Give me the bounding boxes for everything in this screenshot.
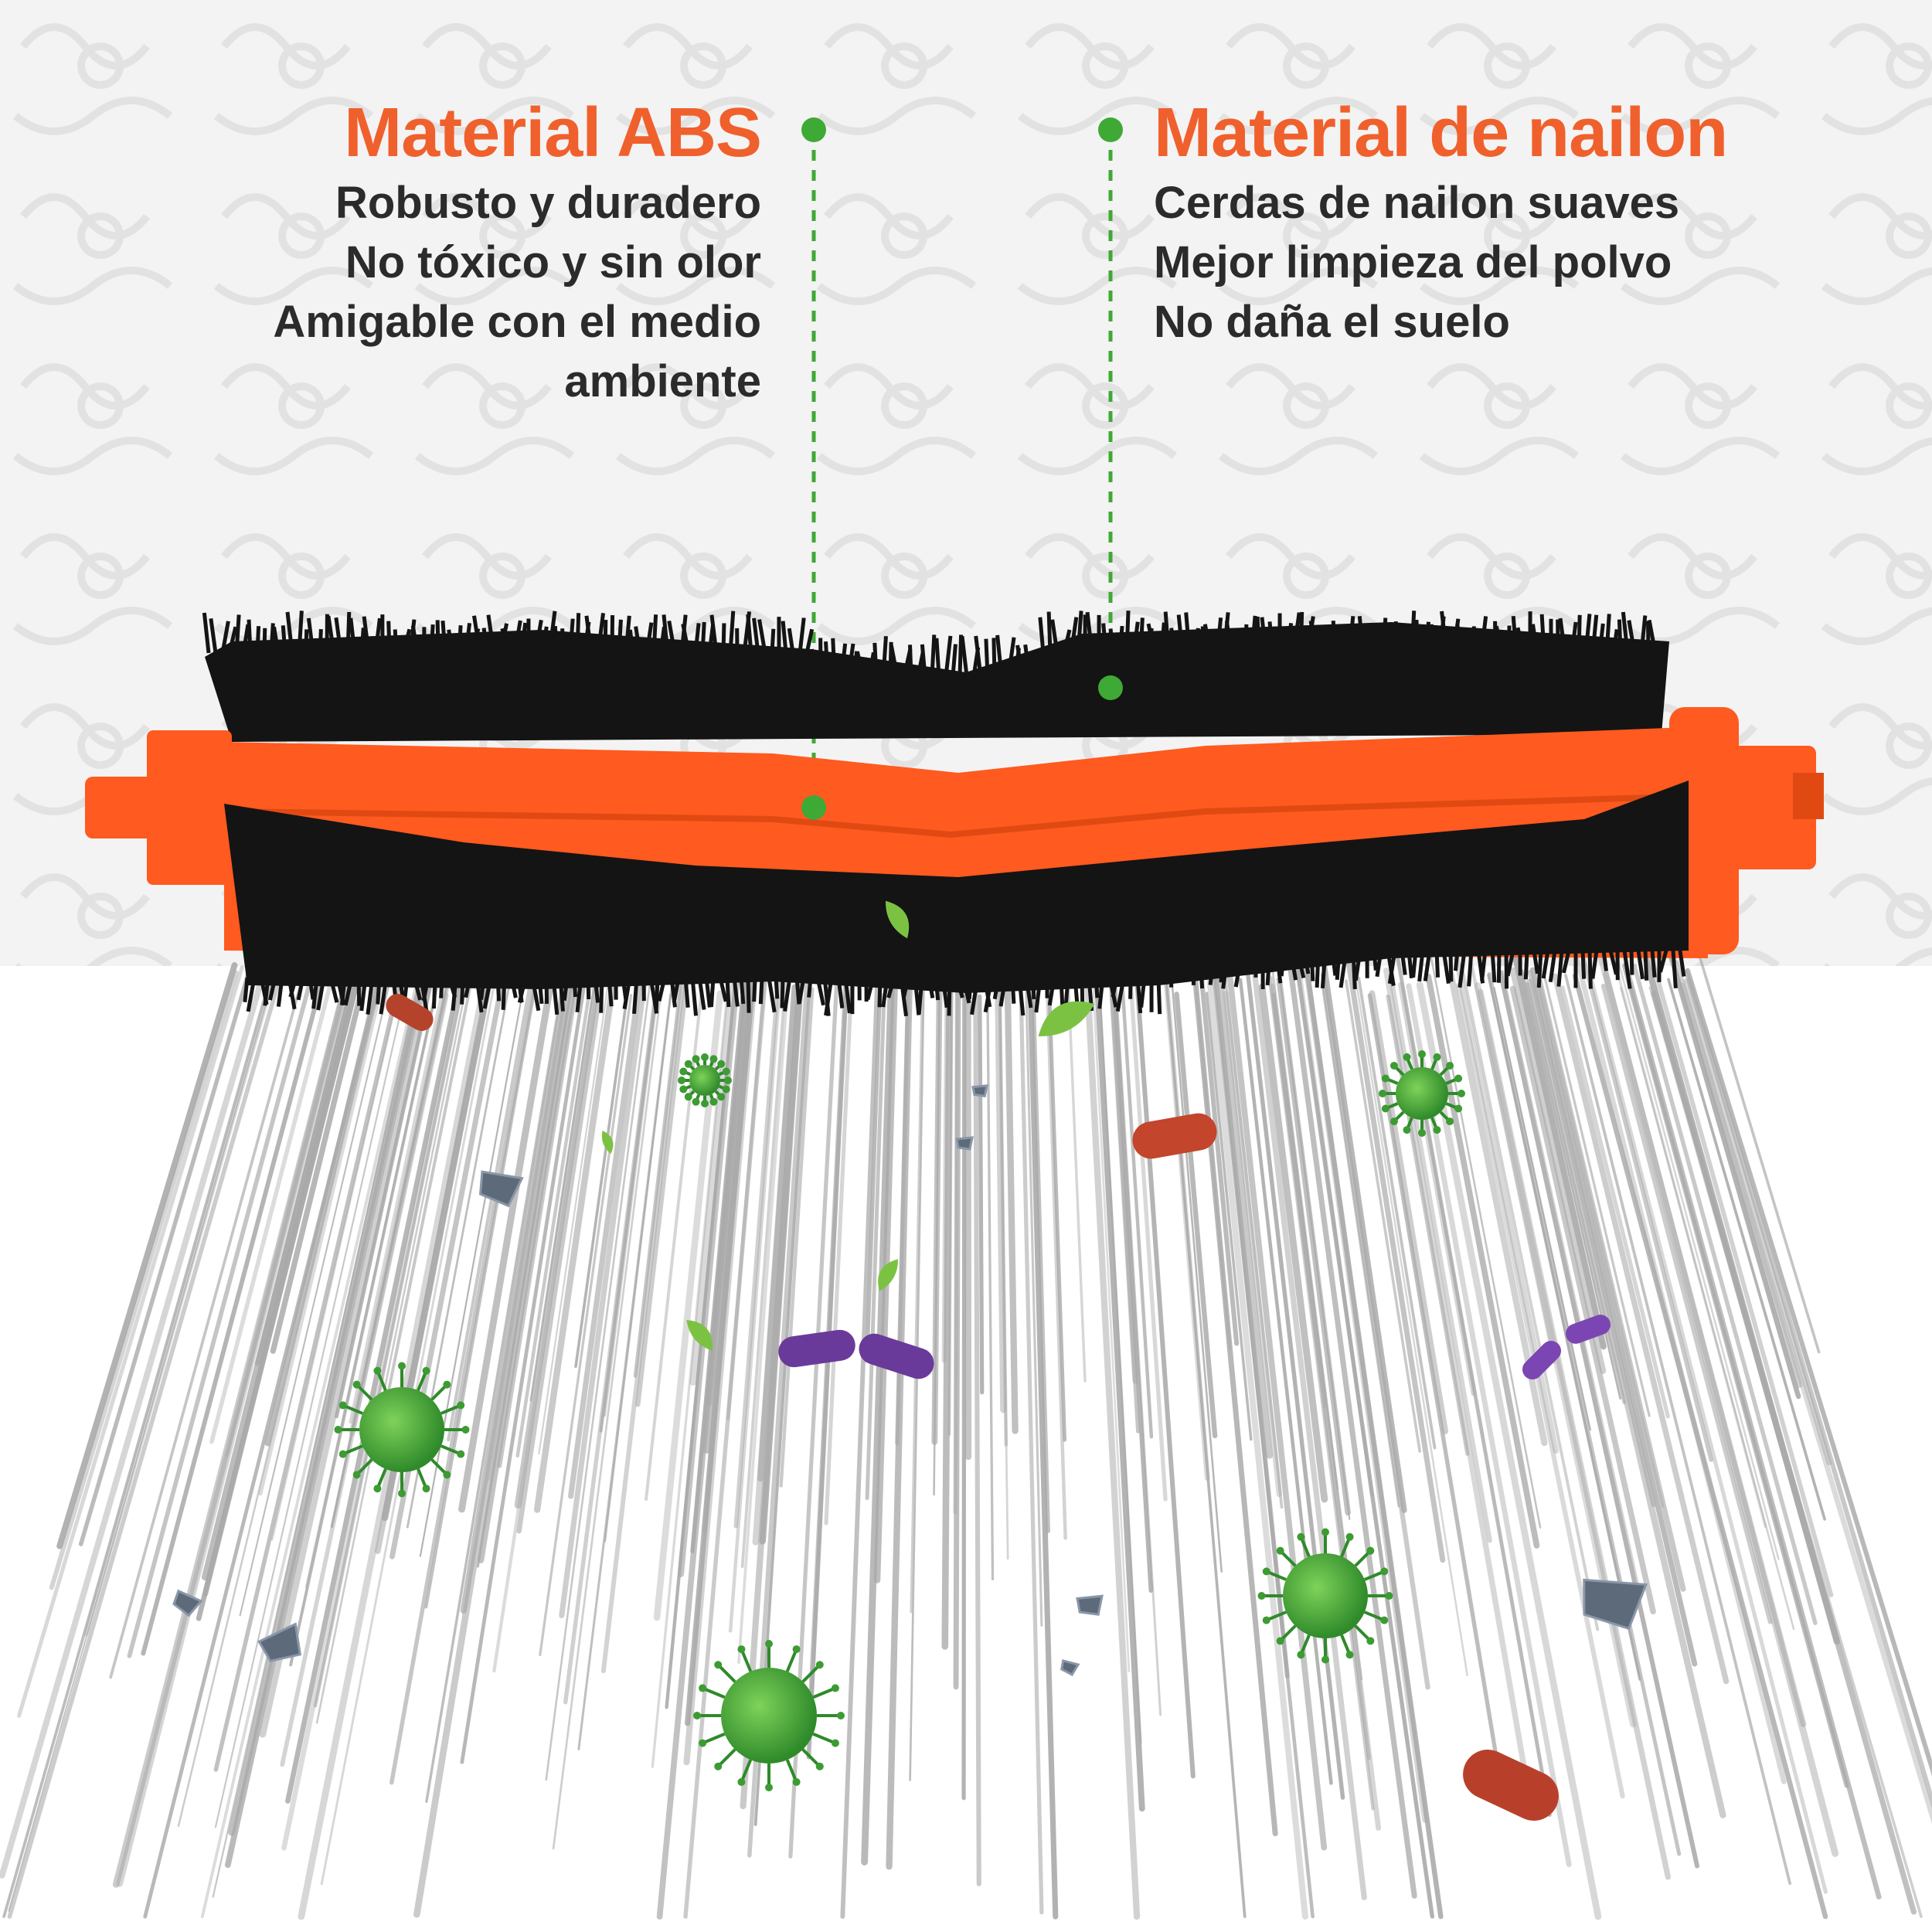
callout-nylon-title: Material de nailon [1154, 94, 1728, 172]
callout-abs-title: Material ABS [344, 94, 762, 172]
debris-icon [257, 1622, 302, 1663]
callout-abs-line: Amigable con el medio [273, 297, 761, 347]
callout-nylon-line: Cerdas de nailon suaves [1154, 178, 1680, 228]
callout-nylon-line: Mejor limpieza del polvo [1154, 237, 1672, 287]
germ-icon [1257, 1528, 1393, 1664]
bacteria-icon [859, 1333, 934, 1379]
callout-abs-line: ambiente [564, 356, 761, 406]
leaf-icon [878, 1259, 899, 1291]
bacteria-icon [778, 1329, 855, 1368]
bacteria-icon [1522, 1340, 1562, 1380]
germ-icon [678, 1053, 732, 1107]
debris-icon [1076, 1594, 1104, 1616]
debris-icon [172, 1589, 203, 1617]
debris-icon [1583, 1578, 1648, 1631]
leaf-icon [1038, 1001, 1095, 1037]
bacteria-icon [1566, 1315, 1611, 1344]
germ-icon [334, 1362, 470, 1498]
debris-icon [971, 1084, 988, 1097]
leaf-icon [885, 900, 910, 939]
pointer-dot-right-top [1098, 117, 1123, 142]
pointer-dot-right-end [1098, 675, 1123, 700]
rust-particle-icon [1463, 1750, 1559, 1821]
leaf-icon [686, 1320, 713, 1351]
germ-icon [693, 1640, 845, 1791]
rust-particle-icon [386, 994, 434, 1031]
pointer-dot-left-end [801, 795, 826, 820]
debris-icon [478, 1170, 524, 1208]
pointer-dot-left-top [801, 117, 826, 142]
callout-abs-line: Robusto y duradero [335, 178, 761, 228]
callout-abs: Material ABS Robusto y duradero No tóxic… [66, 93, 762, 411]
debris-icon [955, 1136, 974, 1151]
callout-abs-line: No tóxico y sin olor [345, 237, 761, 287]
debris-icon [1060, 1659, 1080, 1676]
leaf-icon [601, 1130, 614, 1155]
brush-roll-image [85, 611, 1824, 1017]
callout-nylon: Material de nailon Cerdas de nailon suav… [1154, 93, 1888, 352]
callout-nylon-line: No daña el suelo [1154, 297, 1510, 347]
bristles-bottom [224, 781, 1689, 993]
rust-particle-icon [1132, 1113, 1217, 1159]
germ-icon [1379, 1050, 1465, 1137]
